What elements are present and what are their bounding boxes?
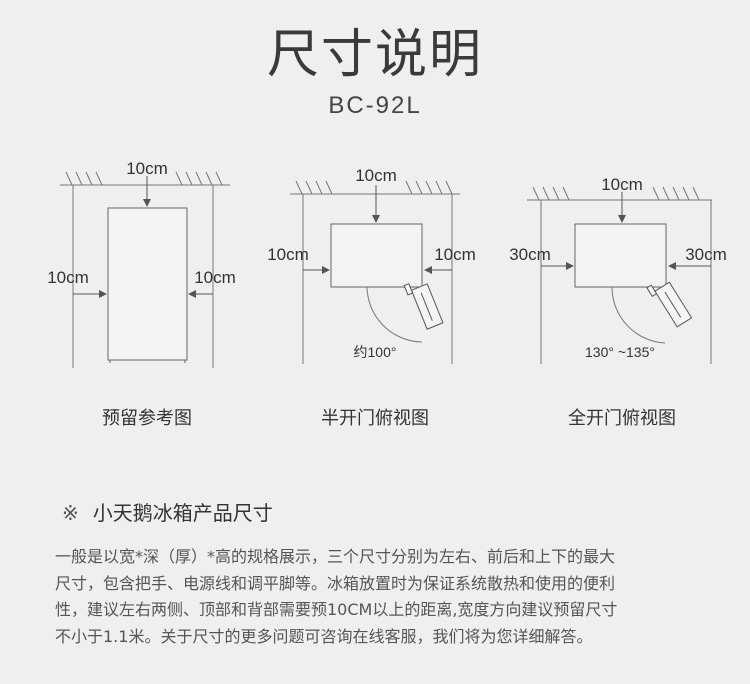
d1-left-label: 10cm — [47, 268, 89, 287]
reserve-diagram: 10cm 10cm 10cm — [47, 159, 236, 368]
d3-angle-label: 130° ~135° — [585, 344, 655, 360]
page-title: 尺寸说明 — [266, 25, 483, 85]
section-heading-text: 小天鹅冰箱产品尺寸 — [92, 501, 273, 525]
paragraph-line: 不小于1.1米。关于尺寸的更多问题可咨询在线客服，我们将为您详细解答。 — [55, 626, 593, 646]
diagrams: 10cm 10cm 10cm 10cm 10cm 10cm 约100° — [47, 159, 727, 368]
d2-top-label: 10cm — [355, 166, 397, 185]
caption-reserve: 预留参考图 — [102, 408, 192, 429]
half-open-diagram: 10cm 10cm 10cm 约100° — [267, 166, 476, 364]
d2-right-label: 10cm — [434, 245, 476, 264]
d1-right-label: 10cm — [194, 268, 236, 287]
d1-top-label: 10cm — [126, 159, 168, 178]
d3-left-label: 30cm — [509, 245, 551, 264]
caption-full-open: 全开门俯视图 — [568, 408, 676, 429]
d2-angle-label: 约100° — [354, 344, 397, 360]
d3-top-label: 10cm — [601, 175, 643, 194]
paragraph-line: 尺寸，包含把手、电源线和调平脚等。冰箱放置时为保证系统散热和使用的便利 — [55, 573, 616, 593]
caption-half-open: 半开门俯视图 — [321, 408, 429, 429]
description-paragraph: 一般是以宽*深（厚）*高的规格展示，三个尺寸分别为左右、前后和上下的最大 尺寸，… — [55, 544, 705, 650]
reference-mark-icon: ※ — [62, 501, 79, 525]
paragraph-line: 性，建议左右两侧、顶部和背部需要预10CM以上的距离,宽度方向建议预留尺寸 — [55, 600, 618, 619]
paragraph-line: 一般是以宽*深（厚）*高的规格展示，三个尺寸分别为左右、前后和上下的最大 — [55, 547, 616, 566]
d3-right-label: 30cm — [685, 245, 727, 264]
model-number: BC-92L — [328, 92, 422, 119]
section-heading: ※ 小天鹅冰箱产品尺寸 — [62, 497, 273, 526]
full-open-diagram: 10cm 30cm 30cm 130° ~135° — [509, 175, 727, 364]
d2-left-label: 10cm — [267, 245, 309, 264]
